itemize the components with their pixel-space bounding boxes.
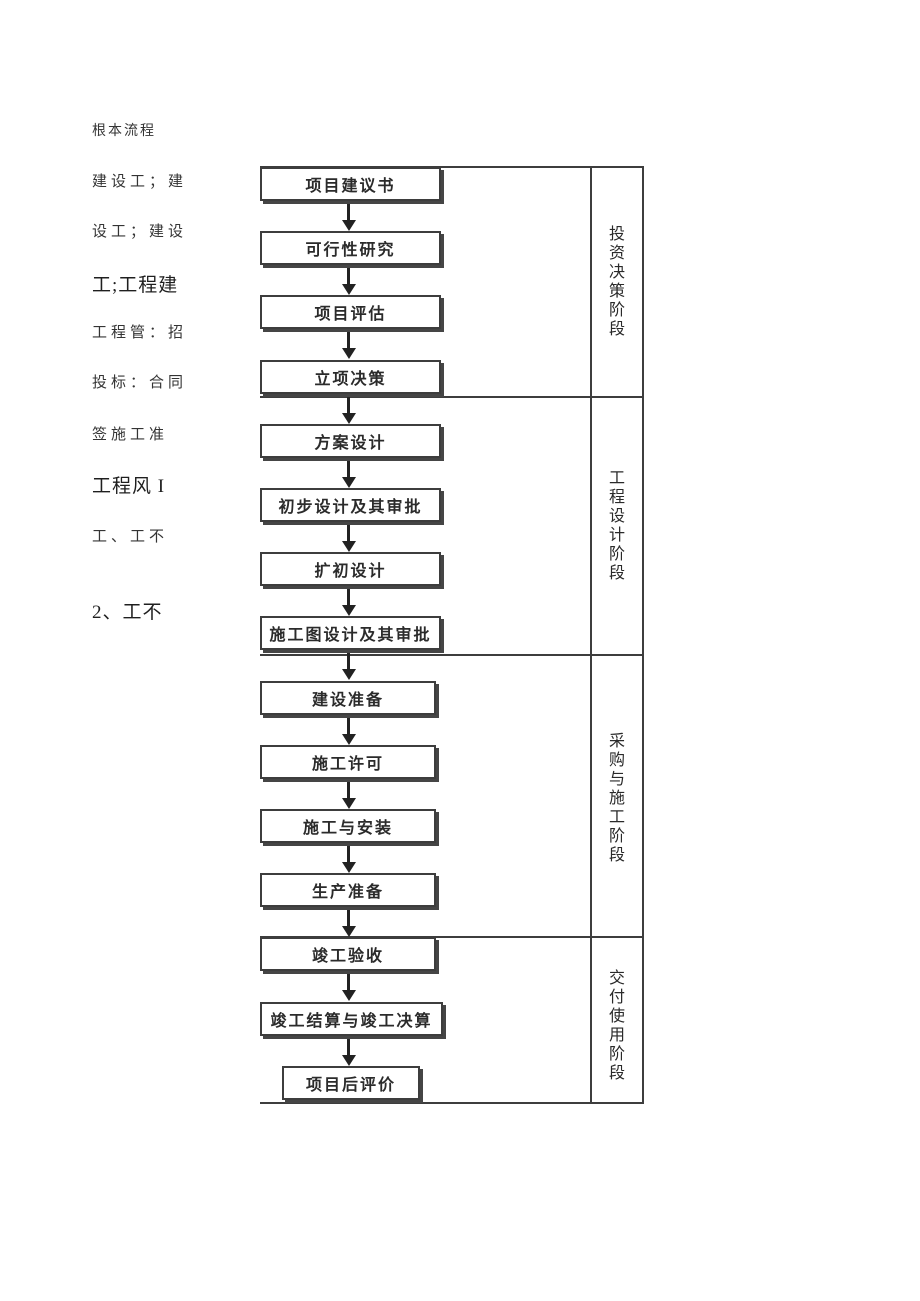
down-arrow-5 (341, 461, 356, 488)
arrowhead-icon (341, 413, 356, 424)
arrowhead-icon (341, 477, 356, 488)
flow-step-construction-drawing-design-approval: 施工图设计及其审批 (260, 616, 441, 650)
flow-step-project-evaluation: 项目评估 (260, 295, 441, 329)
margin-note-basic-process: 根本流程 (92, 124, 156, 139)
stage-label-investment-decision: 投资决策阶段 (608, 226, 625, 338)
arrowhead-icon (341, 605, 356, 616)
margin-note-line-3: 设工；建设 (92, 224, 188, 240)
margin-note-line-2: 建设工；建 (92, 174, 188, 190)
stage-divider-3 (260, 936, 644, 938)
arrowhead-icon (341, 862, 356, 873)
arrowhead-icon (341, 669, 356, 680)
arrowhead-icon (341, 734, 356, 745)
flow-step-project-proposal: 项目建议书 (260, 167, 441, 201)
flow-step-preliminary-design-approval: 初步设计及其审批 (260, 488, 441, 522)
down-arrow-14 (341, 1039, 356, 1066)
stage-label-procurement-construction: 采购与施工阶段 (608, 733, 625, 864)
stage-label-handover-use: 交付使用阶段 (608, 970, 625, 1082)
flow-step-completion-settlement-final-accounts: 竣工结算与竣工决算 (260, 1002, 443, 1036)
down-arrow-13 (341, 974, 356, 1001)
flow-step-production-preparation: 生产准备 (260, 873, 436, 907)
stage-divider-2 (260, 654, 644, 656)
flow-step-construction-and-installation: 施工与安装 (260, 809, 436, 843)
flowchart-frame (260, 166, 644, 1104)
arrowhead-icon (341, 284, 356, 295)
down-arrow-12 (341, 910, 356, 937)
margin-note-line-8: 工程风 I (92, 476, 166, 497)
arrowhead-icon (341, 798, 356, 809)
margin-note-line-7: 签施工准 (92, 427, 169, 443)
margin-note-line-9: 工、工不 (92, 529, 169, 545)
flow-step-approval-decision: 立项决策 (260, 360, 441, 394)
margin-note-line-6: 投标：合同 (92, 375, 188, 391)
down-arrow-11 (341, 846, 356, 873)
down-arrow-1 (341, 204, 356, 231)
down-arrow-6 (341, 525, 356, 552)
down-arrow-9 (341, 718, 356, 745)
stage-column-line (590, 166, 592, 1104)
arrowhead-icon (341, 990, 356, 1001)
flow-step-post-project-evaluation: 项目后评价 (282, 1066, 420, 1100)
margin-note-line-5: 工程管：招 (92, 325, 188, 341)
down-arrow-2 (341, 268, 356, 295)
arrowhead-icon (341, 220, 356, 231)
stage-divider-1 (260, 396, 644, 398)
flow-step-construction-permit: 施工许可 (260, 745, 436, 779)
flow-step-scheme-design: 方案设计 (260, 424, 441, 458)
arrowhead-icon (341, 1055, 356, 1066)
margin-note-line-10: 2、工不 (92, 602, 163, 623)
arrowhead-icon (341, 348, 356, 359)
flow-step-feasibility-study: 可行性研究 (260, 231, 441, 265)
stage-label-engineering-design: 工程设计阶段 (608, 470, 625, 582)
flow-step-expanded-preliminary-design: 扩初设计 (260, 552, 441, 586)
arrowhead-icon (341, 926, 356, 937)
flow-step-completion-acceptance: 竣工验收 (260, 937, 436, 971)
down-arrow-7 (341, 589, 356, 616)
arrowhead-icon (341, 541, 356, 552)
down-arrow-3 (341, 332, 356, 359)
down-arrow-4 (341, 397, 356, 424)
down-arrow-10 (341, 782, 356, 809)
down-arrow-8 (341, 653, 356, 680)
flow-step-construction-preparation: 建设准备 (260, 681, 436, 715)
margin-note-line-4: 工;工程建 (92, 275, 179, 296)
